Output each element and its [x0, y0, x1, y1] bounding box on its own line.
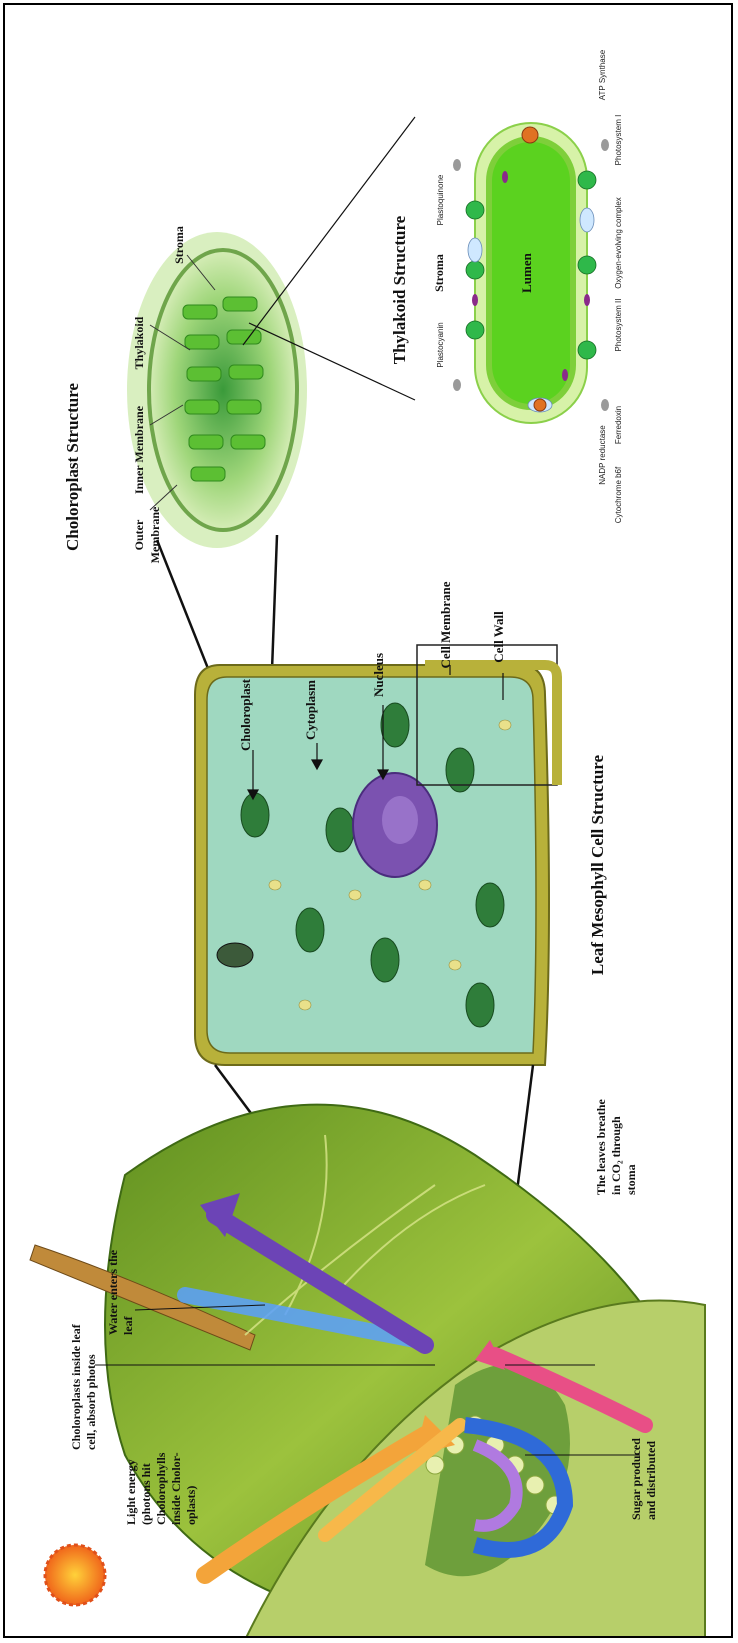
svg-text:Cytoplasm: Cytoplasm	[303, 680, 318, 740]
chloroplast-title: Choloroplast Structure	[63, 383, 82, 551]
svg-text:Plastoquinone: Plastoquinone	[436, 174, 445, 225]
co2-stoma-label: The leaves breathe in CO₂ through stoma	[594, 1096, 638, 1195]
svg-text:Membrane: Membrane	[148, 506, 162, 563]
svg-text:Stroma: Stroma	[172, 226, 186, 264]
svg-text:Cytochrome b6f: Cytochrome b6f	[614, 466, 623, 523]
oxygen-evolving-label: Oxygen-evolving complex	[614, 197, 623, 289]
svg-text:Plastocyanin: Plastocyanin	[436, 322, 445, 367]
svg-text:Outer: Outer	[132, 519, 146, 550]
svg-text:Lumen: Lumen	[519, 252, 534, 293]
svg-text:Inner Membrane: Inner Membrane	[132, 405, 146, 494]
thylakoid-stroma-label: Stroma	[432, 254, 446, 292]
sugar-label: Sugar produced and distributed	[629, 1435, 658, 1520]
cell-cytoplasm-label: Cytoplasm	[303, 680, 318, 740]
chloroplast-thylakoid-label: Thylakoid	[132, 316, 146, 369]
svg-text:Ferredoxin: Ferredoxin	[614, 406, 623, 444]
cell-chloroplast-label: Choloroplast	[238, 678, 253, 751]
svg-text:Choloroplasts inside leaf: Choloroplasts inside leaf cell, absorb p…	[69, 1321, 98, 1450]
plastocyanin-label: Plastocyanin	[436, 322, 445, 367]
chloroplasts-absorb-label: Choloroplasts inside leaf cell, absorb p…	[69, 1321, 98, 1450]
atp-synthase-label: ATP Synthase	[598, 49, 607, 100]
svg-text:Photosystem II: Photosystem II	[614, 299, 623, 352]
svg-text:Nucleus: Nucleus	[371, 653, 386, 697]
svg-text:Cell Wall: Cell Wall	[491, 611, 506, 663]
svg-text:Thylakoid: Thylakoid	[132, 316, 146, 369]
chloroplast-stroma-label: Stroma	[172, 226, 186, 264]
chloroplast-outer-membrane-label: Outer	[132, 519, 146, 550]
chloroplast-image	[127, 232, 307, 548]
cytochrome-label: Cytochrome b6f	[614, 466, 623, 523]
chloroplast-outer-membrane-label-2: Membrane	[148, 506, 162, 563]
photosystem-2-label: Photosystem II	[614, 299, 623, 352]
cell-membrane-label: Cell Membrane	[438, 581, 453, 668]
svg-text:Sugar produced and distr: Sugar produced and distributed	[629, 1435, 658, 1520]
nadp-reductase-label: NADP reductase	[598, 425, 607, 485]
svg-text:The leaves breathe in CO: The leaves breathe in CO₂ through stoma	[594, 1096, 638, 1195]
cell-nucleus-label: Nucleus	[371, 653, 386, 697]
photosystem-1-label: Photosystem I	[614, 115, 623, 166]
diagram-frame: Choloroplast Structure Stroma Thylakoid …	[3, 3, 733, 1638]
photosynthesis-diagram: Choloroplast Structure Stroma Thylakoid …	[5, 5, 733, 1638]
svg-text:NADP reductase: NADP reductase	[598, 425, 607, 485]
chloroplast-inner-membrane-label: Inner Membrane	[132, 405, 146, 494]
svg-text:Stroma: Stroma	[432, 254, 446, 292]
svg-text:Leaf Mesophyll Cell Structure: Leaf Mesophyll Cell Structure	[588, 754, 607, 975]
svg-text:Oxygen-evolving complex: Oxygen-evolving complex	[614, 197, 623, 289]
svg-text:Cell Membrane: Cell Membrane	[438, 581, 453, 668]
thylakoid-title: Thylakoid Structure	[390, 215, 409, 364]
mesophyll-title: Leaf Mesophyll Cell Structure	[588, 754, 607, 975]
svg-text:ATP Synthase: ATP Synthase	[598, 49, 607, 100]
thylakoid-lumen-label: Lumen	[519, 252, 534, 293]
cell-wall-label: Cell Wall	[491, 611, 506, 663]
svg-text:Choloroplast Structure: Choloroplast Structure	[63, 383, 82, 551]
svg-text:Photosystem I: Photosystem I	[614, 115, 623, 166]
plastoquinone-label: Plastoquinone	[436, 174, 445, 225]
sun-icon	[45, 1545, 105, 1605]
svg-text:Choloroplast: Choloroplast	[238, 678, 253, 751]
svg-text:Thylakoid Structure: Thylakoid Structure	[390, 215, 409, 364]
ferredoxin-label: Ferredoxin	[614, 406, 623, 444]
